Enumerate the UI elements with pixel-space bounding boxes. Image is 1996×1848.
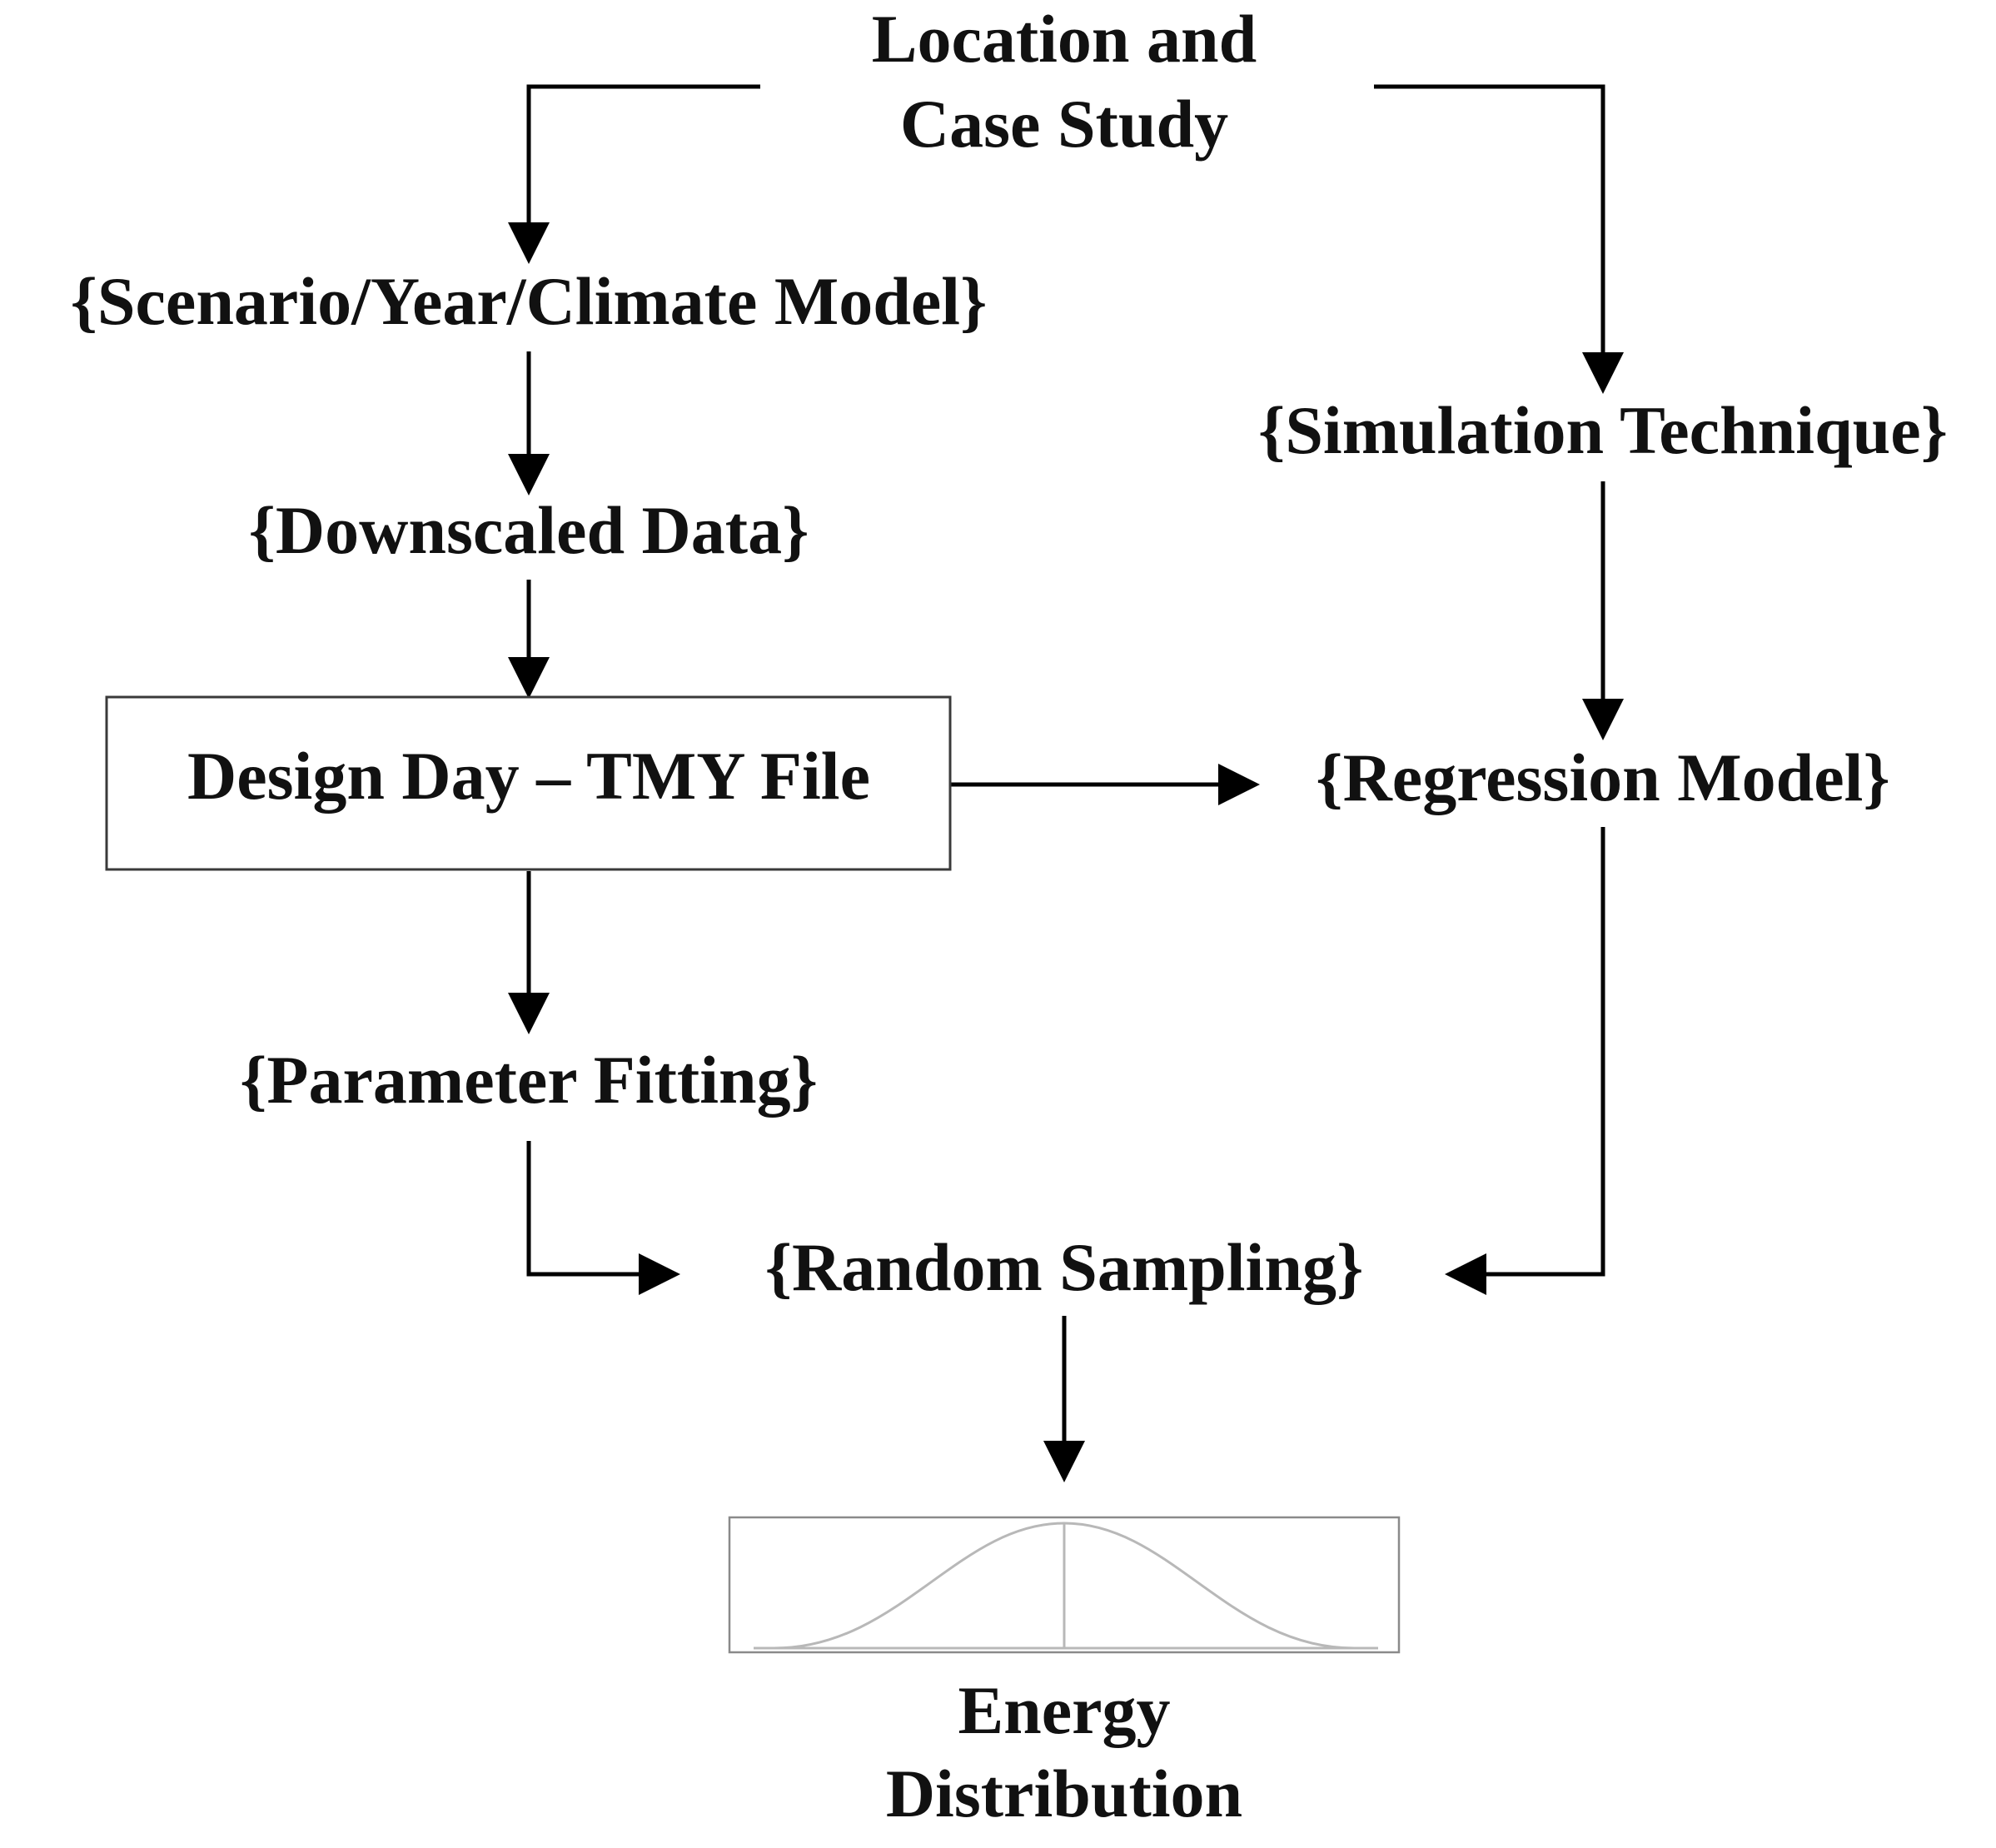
energy-distribution-chart [728, 1516, 1401, 1654]
energy-line-2: Distribution [886, 1756, 1242, 1831]
node-regression-model: {Regression Model} [1316, 740, 1889, 815]
design-day-label: Design Day – TMY File [187, 738, 870, 814]
energy-line-1: Energy [958, 1672, 1170, 1748]
node-downscaled-data: {Downscaled Data} [249, 492, 809, 568]
node-location-case-study: Location and Case Study [872, 1, 1257, 162]
node-parameter-fitting: {Parameter Fitting} [240, 1042, 818, 1118]
location-line-2: Case Study [900, 86, 1228, 162]
node-energy-distribution: Energy Distribution [886, 1672, 1242, 1831]
node-random-sampling: {Random Sampling} [765, 1229, 1364, 1305]
edge-location-to-scenario [508, 84, 760, 264]
design-day-box [105, 695, 952, 871]
edge-location-to-simulation [1374, 84, 1624, 394]
edge-parameter-fitting-to-random-sampling [526, 1141, 680, 1295]
node-simulation-technique: {Simulation Technique} [1258, 392, 1948, 468]
edge-regression-to-random-sampling [1445, 827, 1605, 1295]
node-design-day-tmy-file: Design Day – TMY File [105, 695, 952, 871]
location-line-1: Location and [872, 1, 1257, 77]
node-scenario-year-climate-model: {Scenario/Year/Climate Model} [71, 263, 988, 339]
